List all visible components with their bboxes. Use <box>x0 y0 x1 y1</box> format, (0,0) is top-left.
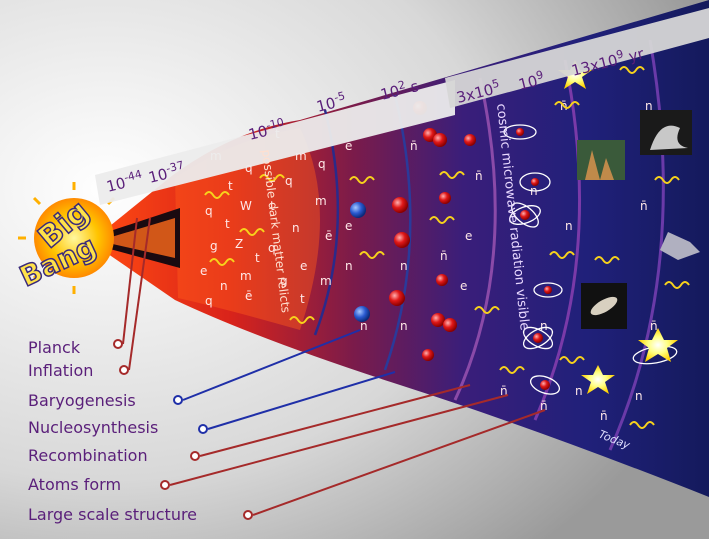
epoch-leader-line <box>169 394 509 486</box>
svg-text:e: e <box>345 219 352 233</box>
timeline-tick: 10-5 <box>314 89 348 116</box>
epoch-leader-dot <box>243 510 253 520</box>
svg-text:n̄: n̄ <box>650 319 658 333</box>
svg-text:t: t <box>300 292 305 306</box>
epoch-label: Nucleosynthesis <box>28 418 158 437</box>
svg-text:n: n <box>220 279 228 293</box>
svg-text:m: m <box>240 269 252 283</box>
nuclei <box>350 101 476 361</box>
svg-text:n: n <box>400 319 408 333</box>
epoch-leader-line <box>199 384 471 457</box>
svg-text:n: n <box>345 259 353 273</box>
svg-text:ē: ē <box>325 229 332 243</box>
timeline-tick: 10-10 <box>246 116 287 144</box>
svg-text:q: q <box>205 204 213 218</box>
epoch-labels: PlanckInflationBaryogenesisNucleosynthes… <box>28 338 197 524</box>
svg-text:W: W <box>240 199 252 213</box>
photon-squiggles <box>204 66 690 429</box>
epoch-label: Large scale structure <box>28 505 197 524</box>
epoch-label: Recombination <box>28 446 148 465</box>
svg-text:q: q <box>285 174 293 188</box>
epoch-label: Baryogenesis <box>28 391 136 410</box>
svg-text:m: m <box>295 149 307 163</box>
timeline-banner-left <box>95 80 455 205</box>
svg-text:t: t <box>255 251 260 265</box>
svg-text:n: n <box>540 319 548 333</box>
svg-text:n̄: n̄ <box>500 384 508 398</box>
svg-text:q: q <box>318 157 326 171</box>
svg-text:n̄: n̄ <box>600 409 608 423</box>
svg-text:n: n <box>635 389 643 403</box>
svg-text:g: g <box>280 274 288 288</box>
timeline-tick: 102 s <box>378 75 421 104</box>
svg-text:n̄: n̄ <box>540 399 548 413</box>
svg-text:n: n <box>575 384 583 398</box>
svg-text:n̄: n̄ <box>475 169 483 183</box>
epoch-leader-line <box>207 371 396 430</box>
epoch-leader-dot <box>113 339 123 349</box>
svg-text:ē: ē <box>345 139 352 153</box>
epoch-leader-dot <box>173 395 183 405</box>
epoch-leader-line <box>252 409 546 516</box>
svg-text:g: g <box>210 239 218 253</box>
universe-cone <box>95 0 709 497</box>
timeline-tick: 10-44 <box>104 168 145 196</box>
epoch-leader-line <box>128 217 151 371</box>
epoch-leader-dot <box>190 451 200 461</box>
stars <box>558 60 678 394</box>
svg-text:e: e <box>460 279 467 293</box>
svg-text:q: q <box>268 241 276 255</box>
timeline-tick: 10-37 <box>146 159 187 187</box>
epoch-label: Planck <box>28 338 81 357</box>
svg-text:n̄: n̄ <box>640 199 648 213</box>
epoch-leader-dot <box>160 480 170 490</box>
svg-text:m: m <box>320 274 332 288</box>
epoch-label: Atoms form <box>28 475 121 494</box>
svg-text:e: e <box>200 264 207 278</box>
epoch-leader-dot <box>198 424 208 434</box>
svg-text:Z: Z <box>235 237 243 251</box>
timeline-banner-right <box>445 8 709 108</box>
epoch-leader-line <box>122 217 138 345</box>
svg-text:n: n <box>565 219 573 233</box>
svg-text:t: t <box>228 179 233 193</box>
svg-text:ē: ē <box>245 289 252 303</box>
svg-text:n̄: n̄ <box>440 249 448 263</box>
timeline-tick: 109 <box>516 68 546 94</box>
epoch-leader-lines <box>113 217 546 520</box>
svg-text:t: t <box>225 217 230 231</box>
svg-text:n: n <box>645 99 653 113</box>
epoch-label: Inflation <box>28 361 93 380</box>
svg-text:e: e <box>465 229 472 243</box>
structure-images <box>577 110 700 329</box>
svg-text:q: q <box>245 161 253 175</box>
svg-text:t: t <box>270 199 275 213</box>
epoch-boundaries <box>313 39 665 451</box>
svg-text:n: n <box>360 319 368 333</box>
svg-text:e: e <box>300 259 307 273</box>
atoms <box>503 124 678 395</box>
svg-text:q: q <box>205 294 213 308</box>
svg-text:n: n <box>400 259 408 273</box>
svg-text:n̄: n̄ <box>410 139 418 153</box>
epoch-leader-line <box>182 329 361 401</box>
epoch-leader-dot <box>119 365 129 375</box>
svg-text:m: m <box>315 194 327 208</box>
svg-text:n: n <box>292 221 300 235</box>
